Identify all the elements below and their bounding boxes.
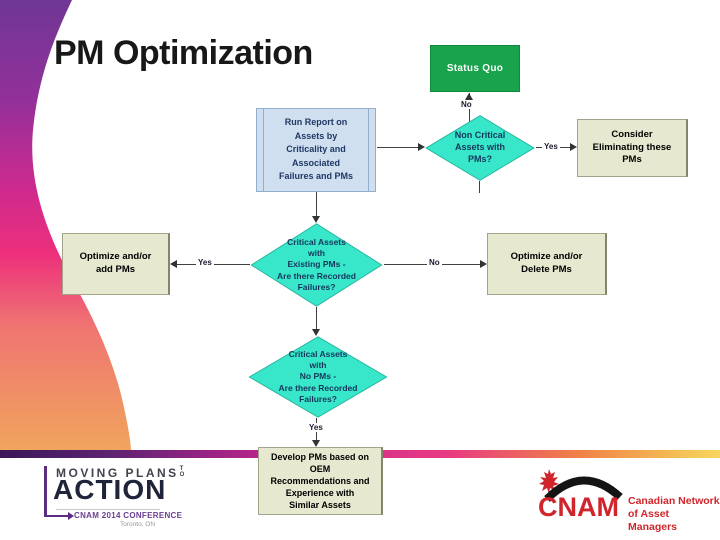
edge-label-no-status-quo: No: [459, 100, 474, 109]
diamond-label: Non Critical Assets with PMs?: [454, 130, 506, 164]
node-develop-pms: Develop PMs based on OEM Recommendations…: [258, 447, 383, 515]
slide-title: PM Optimization: [54, 34, 313, 72]
diamond-label: Critical Assets with Existing PMs - Are …: [277, 237, 356, 292]
arrowhead-right-icon: [418, 143, 425, 151]
arrowhead-down-icon: [312, 216, 320, 223]
edge-line: [316, 307, 317, 330]
diamond-shape-icon: [425, 115, 535, 181]
diamond-shape-icon: [248, 336, 388, 418]
moving-plans-label: MOVING PLANS: [56, 466, 179, 480]
cnam-logo-art: [539, 469, 623, 502]
cnam-name-line1: Canadian Network: [628, 495, 720, 507]
cnam-name-line2: of Asset Managers: [628, 508, 678, 534]
cnam-full-name: Canadian Network of Asset Managers: [628, 495, 720, 534]
arrowhead-down-icon: [312, 329, 320, 336]
moving-plans-bracket-line: [44, 515, 68, 517]
edge-line: [316, 192, 317, 217]
node-consider-eliminating: Consider Eliminating these PMs: [577, 119, 688, 177]
moving-plans-to: TO: [179, 466, 185, 478]
node-run-report: Run Report on Assets by Criticality and …: [256, 108, 376, 192]
moving-plans-bracket-line: [44, 466, 47, 517]
arrowhead-left-icon: [170, 260, 177, 268]
arrowhead-up-icon: [465, 93, 473, 100]
node-optimize-add: Optimize and/or add PMs: [62, 233, 170, 295]
arrowhead-right-icon: [480, 260, 487, 268]
node-optimize-delete: Optimize and/or Delete PMs: [487, 233, 607, 295]
edge-line: [377, 147, 419, 148]
edge-line: [479, 181, 480, 193]
node-status-quo: Status Quo: [430, 45, 520, 92]
left-swoosh-shape: [0, 0, 131, 452]
node-critical-no-pms-decision: Critical Assets with No PMs - Are there …: [248, 336, 388, 418]
arrow-right-icon: [68, 512, 74, 520]
diamond-label: Critical Assets with No PMs - Are there …: [278, 349, 358, 404]
conference-label: CNAM 2014 CONFERENCE: [74, 511, 183, 520]
conference-city: Toronto, ON: [120, 521, 156, 528]
edge-label-yes-develop: Yes: [307, 423, 325, 432]
node-critical-existing-decision: Critical Assets with Existing PMs - Are …: [250, 223, 383, 307]
cnam-acronym: CNAM: [538, 492, 619, 522]
edge-label-yes-consider: Yes: [542, 142, 560, 151]
cnam-arc-icon: [544, 476, 623, 502]
node-non-critical-decision: Non Critical Assets with PMs?: [425, 115, 535, 181]
action-logo-text: ACTION: [53, 474, 167, 505]
edge-label-no-optimize-delete: No: [427, 258, 442, 267]
edge-label-yes-optimize-add: Yes: [196, 258, 214, 267]
arrowhead-down-icon: [312, 440, 320, 447]
moving-plans-text: MOVING PLANSTO: [56, 466, 187, 480]
arrowhead-right-icon: [570, 143, 577, 151]
diamond-shape-icon: [250, 223, 383, 307]
logo-divider: [56, 509, 160, 510]
